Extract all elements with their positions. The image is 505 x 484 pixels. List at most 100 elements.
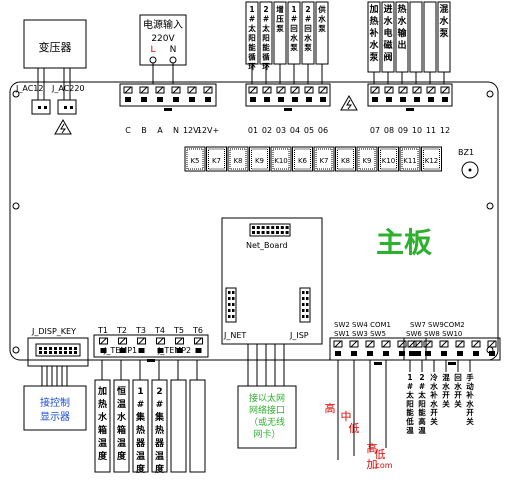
hazard-icon-right bbox=[340, 94, 358, 111]
top-load-label: 2 bbox=[305, 5, 310, 14]
right-load-label: 热 bbox=[369, 15, 378, 27]
level-label: 低 bbox=[375, 448, 386, 461]
buzzer-icon bbox=[461, 161, 479, 179]
sensor-label: 温 bbox=[117, 398, 126, 410]
top-load-label: 泵 bbox=[318, 24, 326, 33]
relay-k8 bbox=[335, 146, 356, 172]
relay-k9 bbox=[356, 146, 378, 172]
right-load-label: 混 bbox=[439, 3, 448, 15]
right-switch-label: 能 bbox=[418, 407, 426, 417]
top-load-label: 水 bbox=[290, 33, 298, 43]
top-load-label: # bbox=[249, 15, 255, 24]
ac12-label: J_AC12 bbox=[15, 84, 43, 93]
relay-label: K10 bbox=[382, 157, 396, 165]
display-box bbox=[23, 385, 87, 431]
right-switch-label: 水 bbox=[454, 381, 462, 391]
temp-pin-label: T2 bbox=[116, 326, 127, 335]
power-input-box bbox=[139, 14, 187, 66]
right-switch-label: 温 bbox=[406, 425, 414, 435]
relay-label: K10 bbox=[274, 157, 288, 165]
relay-k12 bbox=[421, 146, 442, 172]
sensor-label: 度 bbox=[155, 463, 165, 475]
temp-pin-label: T1 bbox=[97, 326, 108, 335]
ac12-connector bbox=[31, 99, 51, 115]
top-load-label: 压 bbox=[276, 15, 284, 24]
top-load-label: 供 bbox=[317, 4, 326, 14]
right-load-number: 11 bbox=[426, 126, 436, 135]
right-load-box bbox=[409, 1, 423, 73]
level-label: com bbox=[375, 461, 392, 470]
j-net-label: J_NET bbox=[223, 331, 246, 340]
temp-pin-label: T4 bbox=[154, 326, 165, 335]
sw-right-top-label: SW7 SW9COM2 bbox=[410, 321, 465, 329]
switch-block-left bbox=[329, 337, 427, 361]
right-switch-label: 低 bbox=[405, 416, 414, 426]
power-input-voltage: 220V bbox=[151, 34, 175, 44]
top-load-label: 回 bbox=[290, 24, 298, 33]
right-switch-label: 补 bbox=[465, 390, 474, 400]
right-switch-label: 水 bbox=[430, 398, 438, 408]
top-load-number: 02 bbox=[262, 126, 272, 135]
relay-label: K7 bbox=[212, 157, 221, 165]
relay-k9 bbox=[249, 146, 270, 172]
right-switch-label: 混 bbox=[442, 372, 450, 382]
right-switch-label: 1 bbox=[407, 373, 412, 382]
right-load-number: 09 bbox=[398, 126, 408, 135]
ethernet-box bbox=[237, 385, 297, 449]
right-load-label: 水 bbox=[383, 15, 393, 27]
right-switch-label: 高 bbox=[418, 416, 426, 426]
top-load-label: 环 bbox=[248, 62, 256, 71]
relay-label: K11 bbox=[403, 157, 417, 165]
net-board bbox=[221, 217, 323, 345]
top-load-number: 04 bbox=[290, 126, 300, 135]
hazard-icon-left bbox=[54, 118, 72, 135]
top-load-label: 泵 bbox=[290, 43, 298, 52]
temp1-label: J_TEMP1 bbox=[103, 346, 137, 355]
relay-label: K8 bbox=[233, 157, 242, 165]
right-switch-label: 开 bbox=[430, 408, 438, 417]
sensor-label: 温 bbox=[98, 437, 107, 449]
sensor-box bbox=[170, 379, 187, 473]
power-terminal-label: B bbox=[141, 126, 147, 135]
top-load-label: 太 bbox=[262, 23, 270, 33]
relay-label: K12 bbox=[425, 157, 439, 165]
sensor-label: 器 bbox=[135, 438, 146, 449]
sensor-box bbox=[189, 379, 206, 473]
sensor-label: 温 bbox=[117, 437, 126, 449]
sensor-label: 2 bbox=[156, 387, 162, 397]
power-terminal-label: 12V- bbox=[183, 126, 201, 135]
right-switch-label: 太 bbox=[418, 390, 426, 400]
right-switch-label: 动 bbox=[466, 381, 474, 391]
top-load-label: 水 bbox=[304, 33, 312, 43]
right-load-number: 08 bbox=[384, 126, 394, 135]
right-load-label: 补 bbox=[368, 27, 378, 39]
top-load-label: 增 bbox=[276, 4, 284, 14]
j-net-header bbox=[225, 287, 237, 323]
display-box-line2: 显示器 bbox=[40, 411, 70, 423]
buzzer-label: BZ1 bbox=[458, 148, 474, 157]
top-load-number: 06 bbox=[318, 126, 328, 135]
right-switch-label: 阳 bbox=[418, 399, 426, 408]
sw-left-bottom-label: SW1 SW3 SW5 bbox=[334, 330, 386, 338]
right-switch-label: 冷 bbox=[430, 372, 438, 382]
right-load-label: 水 bbox=[397, 15, 407, 27]
right-load-label: 进 bbox=[383, 3, 392, 15]
right-load-label: 输 bbox=[397, 27, 407, 39]
switch-terminal-blocks bbox=[329, 337, 501, 365]
sensor-label: 箱 bbox=[98, 424, 107, 436]
temp-pin-label: T5 bbox=[173, 326, 184, 335]
sensor-label: 1 bbox=[137, 387, 143, 397]
display-box-line1: 接控制 bbox=[40, 396, 70, 409]
relay-label: K6 bbox=[298, 157, 308, 165]
relay-k7 bbox=[313, 146, 335, 172]
sensor-label: # bbox=[156, 400, 164, 410]
right-load-label: 阀 bbox=[383, 51, 392, 63]
temp-pin-label: T3 bbox=[135, 326, 146, 335]
ethernet-line3: （或无线 bbox=[249, 416, 285, 428]
